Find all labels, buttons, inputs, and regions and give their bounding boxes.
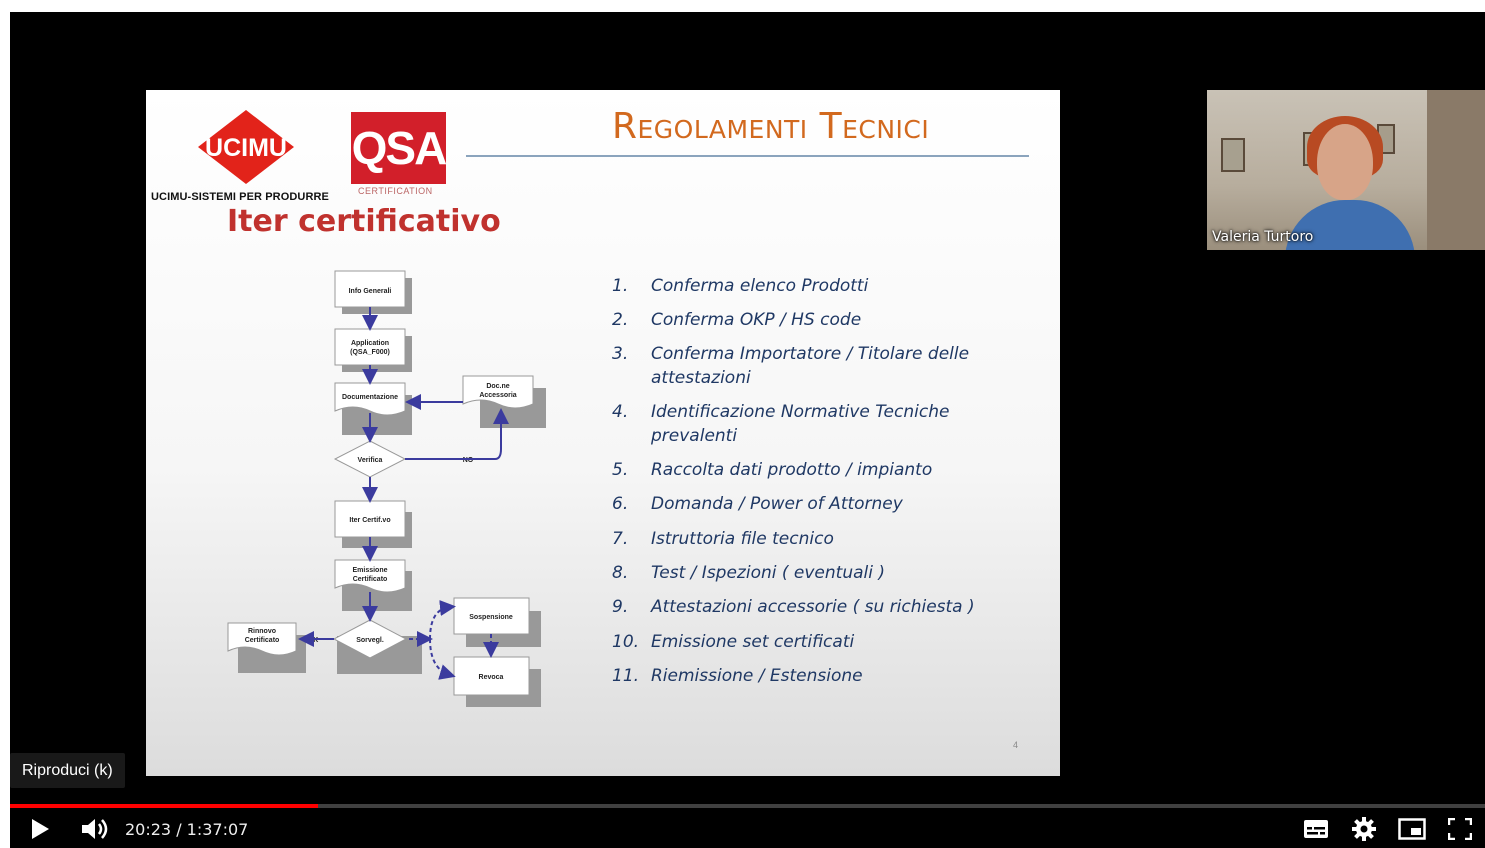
flow-label-accessoria: Accessoria xyxy=(479,392,516,399)
settings-icon xyxy=(1352,817,1376,841)
ucimu-logo: UCIMU xyxy=(198,110,294,184)
flow-label-sorvegl: Sorvegl. xyxy=(356,637,384,644)
subtitles-icon xyxy=(1304,820,1328,838)
slide-title: Regolamenti Tecnici xyxy=(612,106,930,147)
subtitles-button[interactable] xyxy=(1298,810,1334,848)
participant-webcam: Valeria Turtoro xyxy=(1207,90,1485,250)
list-item: 2.Conferma OKP / HS code xyxy=(612,310,862,330)
flow-label-no: NO xyxy=(463,457,474,464)
time-display: 20:23 / 1:37:07 xyxy=(125,820,249,839)
flow-label-revoca: Revoca xyxy=(479,674,504,681)
flow-label-rinnovo: Rinnovo xyxy=(248,628,276,635)
fullscreen-icon xyxy=(1448,818,1472,840)
participant-face xyxy=(1317,124,1373,200)
flow-label-emissione: Emissione xyxy=(352,567,387,574)
flow-label-iter-certif: Iter Certif.vo xyxy=(349,517,390,524)
miniplayer-icon xyxy=(1398,818,1426,840)
settings-button[interactable] xyxy=(1346,810,1382,848)
flow-label-documentazione: Documentazione xyxy=(342,394,398,401)
slide-page-number: 4 xyxy=(1013,740,1019,750)
flow-box-revoca xyxy=(453,656,530,696)
list-item: 1.Conferma elenco Prodotti xyxy=(612,276,869,296)
list-item: 4.Identificazione Normative Tecniche pre… xyxy=(612,402,950,446)
certification-flowchart: Info Generali Application (QSA_F000) Doc… xyxy=(227,270,546,707)
certification-steps-list: 1.Conferma elenco Prodotti 2.Conferma OK… xyxy=(612,274,992,698)
flow-doc-accessoria xyxy=(462,375,534,409)
progress-played xyxy=(10,804,318,808)
list-item: 11.Riemissione / Estensione xyxy=(612,666,863,686)
flow-box-iter-certif xyxy=(334,500,406,538)
player-controls: 20:23 / 1:37:07 xyxy=(10,810,1485,848)
flow-label-certificato: Certificato xyxy=(353,576,388,583)
flow-doc-documentazione xyxy=(334,382,406,416)
miniplayer-button[interactable] xyxy=(1394,810,1430,848)
video-player[interactable]: UCIMU UCIMU-SISTEMI PER PRODURRE QSA CER… xyxy=(10,12,1485,848)
list-item: 3.Conferma Importatore / Titolare delle … xyxy=(612,344,970,388)
fullscreen-button[interactable] xyxy=(1442,810,1478,848)
play-button[interactable] xyxy=(22,810,58,848)
flow-box-application xyxy=(334,328,406,366)
list-item: 8.Test / Ispezioni ( eventuali ) xyxy=(612,563,885,583)
list-item: 7.Istruttoria file tecnico xyxy=(612,529,834,549)
flow-decision-sorvegl xyxy=(332,619,408,659)
slide-heading: Iter certificativo xyxy=(227,204,501,239)
flow-label-docne: Doc.ne xyxy=(486,383,509,390)
list-item: 10.Emissione set certificati xyxy=(612,632,855,652)
list-item: 9.Attestazioni accessorie ( su richiesta… xyxy=(612,597,975,617)
wall-picture xyxy=(1221,138,1245,172)
flow-box-sospensione xyxy=(453,597,530,635)
flow-label-application-code: (QSA_F000) xyxy=(350,349,390,356)
flow-label-verifica: Verifica xyxy=(358,457,383,464)
mute-button[interactable] xyxy=(76,810,112,848)
flow-label-application: Application xyxy=(351,340,389,347)
flow-doc-emissione xyxy=(334,559,406,593)
list-item: 5.Raccolta dati prodotto / impianto xyxy=(612,460,933,480)
progress-bar[interactable] xyxy=(10,804,1485,808)
flow-box-info-generali xyxy=(334,270,406,308)
participant-name: Valeria Turtoro xyxy=(1212,229,1314,245)
title-divider xyxy=(466,155,1029,157)
qsa-logo: QSA xyxy=(351,112,447,184)
flow-label-sospensione: Sospensione xyxy=(469,614,513,621)
background-door xyxy=(1427,90,1485,250)
play-icon xyxy=(32,819,49,839)
flow-label-info-generali: Info Generali xyxy=(349,288,392,295)
flow-label-rinnovo-certificato: Certificato xyxy=(245,637,280,644)
list-item: 6.Domanda / Power of Attorney xyxy=(612,494,903,514)
volume-icon xyxy=(82,819,108,839)
svg-text:UCIMU: UCIMU xyxy=(205,134,287,162)
presentation-slide: UCIMU UCIMU-SISTEMI PER PRODURRE QSA CER… xyxy=(146,90,1060,776)
qsa-caption: CERTIFICATION xyxy=(358,186,433,196)
ucimu-caption: UCIMU-SISTEMI PER PRODURRE xyxy=(151,191,329,203)
play-tooltip: Riproduci (k) xyxy=(10,753,125,788)
flow-doc-rinnovo xyxy=(227,622,297,656)
